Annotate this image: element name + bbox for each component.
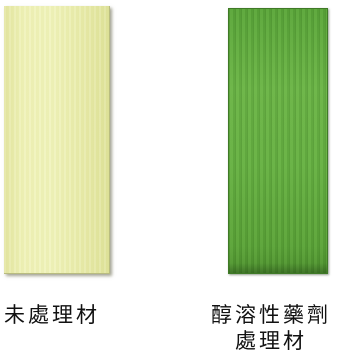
treated-label: 醇溶性藥劑 處理材 [198,302,344,354]
untreated-wood-sample [4,6,110,274]
treated-label-line1: 醇溶性藥劑 [211,303,331,327]
treated-label-line2: 處理材 [235,329,307,353]
untreated-label: 未處理材 [4,303,100,327]
treated-wood-sample [228,8,328,274]
